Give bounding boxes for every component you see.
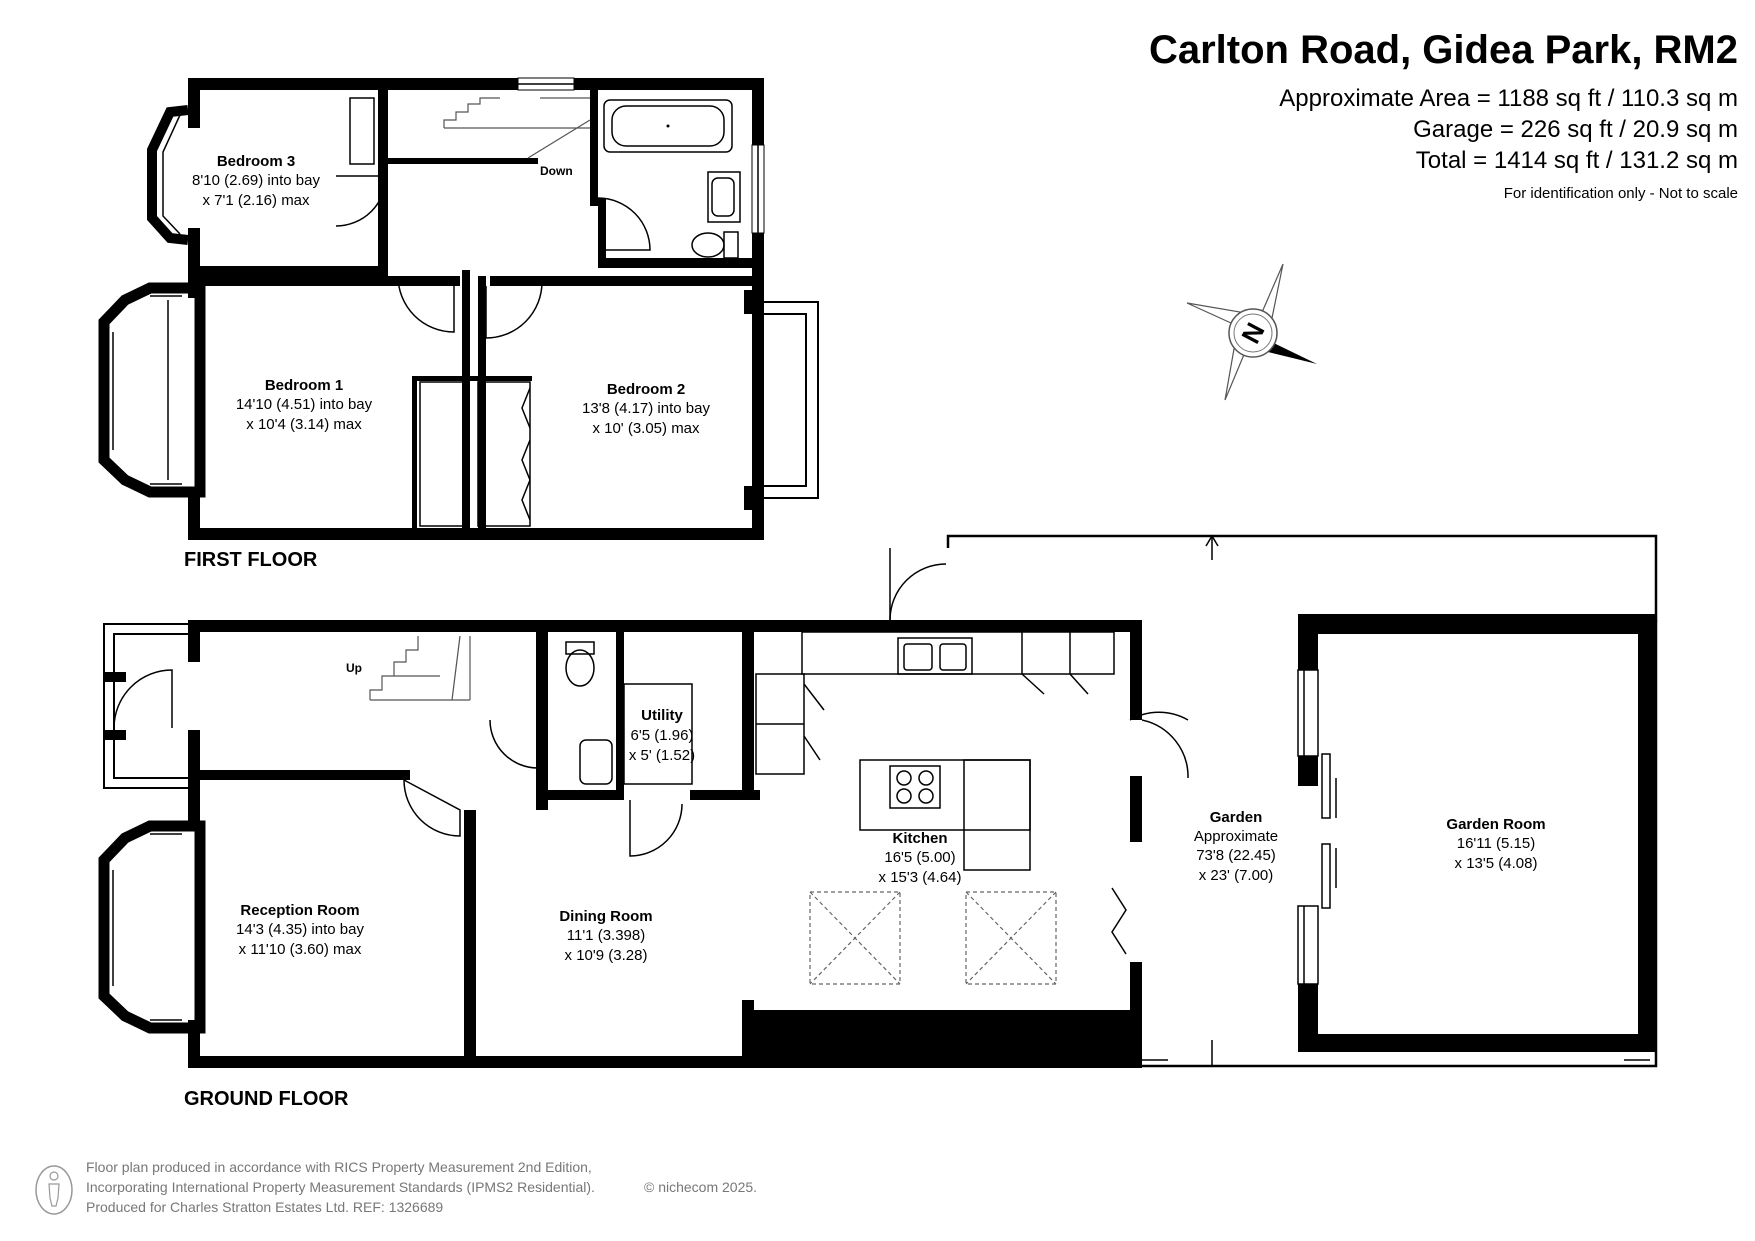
property-title: Carlton Road, Gidea Park, RM2 xyxy=(1149,28,1738,72)
room-name: Bedroom 1 xyxy=(265,377,343,394)
room-utility: Utility 6'5 (1.96) x 5' (1.52) xyxy=(629,707,695,764)
room-dimension: Approximate xyxy=(1194,828,1278,845)
room-bedroom-2: Bedroom 2 13'8 (4.17) into bay x 10' (3.… xyxy=(582,381,710,437)
room-name: Kitchen xyxy=(892,830,947,847)
room-dimension: x 10' (3.05) max xyxy=(592,420,700,437)
room-dimension: 73'8 (22.45) xyxy=(1196,847,1276,864)
room-garden: Garden Approximate 73'8 (22.45) x 23' (7… xyxy=(1194,809,1278,884)
ground-floor-label: GROUND FLOOR xyxy=(184,1088,349,1110)
compass-icon: N xyxy=(1186,263,1317,401)
person-icon xyxy=(35,1165,73,1215)
room-name: Bedroom 2 xyxy=(607,381,685,398)
identification-note: For identification only - Not to scale xyxy=(1504,185,1738,202)
header: Carlton Road, Gidea Park, RM2 Approximat… xyxy=(1149,28,1738,202)
room-dimension: x 15'3 (4.64) xyxy=(879,869,962,886)
room-dimension: 14'10 (4.51) into bay xyxy=(236,396,373,413)
room-dimension: 14'3 (4.35) into bay xyxy=(236,921,364,938)
first-floor-plan: Down xyxy=(98,77,819,540)
first-floor-label: FIRST FLOOR xyxy=(184,549,318,571)
room-dimension: 16'11 (5.15) xyxy=(1457,835,1535,852)
room-dimension: 16'5 (5.00) xyxy=(884,849,955,866)
footer-line-2: Incorporating International Property Mea… xyxy=(86,1179,595,1195)
footer-line-1: Floor plan produced in accordance with R… xyxy=(86,1159,592,1175)
footer: Floor plan produced in accordance with R… xyxy=(35,1159,757,1215)
garage-area: Garage = 226 sq ft / 20.9 sq m xyxy=(1413,116,1738,143)
room-dimension: 6'5 (1.96) xyxy=(631,727,694,744)
footer-copyright: © nichecom 2025. xyxy=(644,1179,757,1195)
first-floor-stair-label: Down xyxy=(540,164,573,178)
room-name: Garden xyxy=(1210,809,1263,826)
room-dimension: x 13'5 (4.08) xyxy=(1455,855,1538,872)
room-dimension: x 10'9 (3.28) xyxy=(565,947,648,964)
total-area: Total = 1414 sq ft / 131.2 sq m xyxy=(1416,147,1738,174)
room-dining: Dining Room 11'1 (3.398) x 10'9 (3.28) xyxy=(559,908,652,964)
ground-floor-stair-label: Up xyxy=(346,661,362,675)
room-reception: Reception Room 14'3 (4.35) into bay x 11… xyxy=(236,902,364,958)
room-dimension: x 7'1 (2.16) max xyxy=(202,192,310,209)
room-dimension: 11'1 (3.398) xyxy=(567,927,645,944)
room-bedroom-1: Bedroom 1 14'10 (4.51) into bay x 10'4 (… xyxy=(236,377,373,433)
room-dimension: x 23' (7.00) xyxy=(1199,867,1274,884)
ground-floor-plan: Up xyxy=(98,534,1658,1068)
footer-line-3: Produced for Charles Stratton Estates Lt… xyxy=(86,1199,443,1215)
room-bedroom-3: Bedroom 3 8'10 (2.69) into bay x 7'1 (2.… xyxy=(192,153,320,209)
room-name: Bedroom 3 xyxy=(217,153,295,170)
room-dimension: x 10'4 (3.14) max xyxy=(246,416,362,433)
room-dimension: x 5' (1.52) xyxy=(629,747,695,764)
room-dimension: x 11'10 (3.60) max xyxy=(239,941,362,958)
room-name: Garden Room xyxy=(1446,816,1545,833)
room-dimension: 8'10 (2.69) into bay xyxy=(192,172,320,189)
room-kitchen: Kitchen 16'5 (5.00) x 15'3 (4.64) xyxy=(879,830,962,886)
room-dimension: 13'8 (4.17) into bay xyxy=(582,400,710,417)
approx-area: Approximate Area = 1188 sq ft / 110.3 sq… xyxy=(1279,85,1738,112)
room-name: Utility xyxy=(641,707,683,724)
room-name: Reception Room xyxy=(240,902,359,919)
room-name: Dining Room xyxy=(559,908,652,925)
room-garden-room: Garden Room 16'11 (5.15) x 13'5 (4.08) xyxy=(1446,816,1545,872)
